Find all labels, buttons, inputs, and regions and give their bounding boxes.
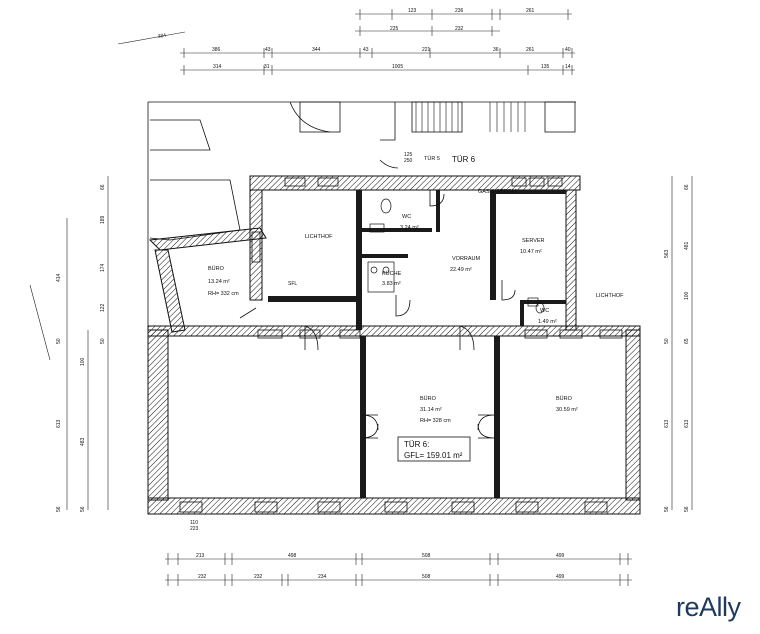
dim-right-inner-c: 56 (664, 506, 670, 512)
room-area-kueche: 3.83 m² (382, 281, 401, 287)
bottom-dimension-lines (165, 553, 632, 586)
dim-bottom2-b: 232 (254, 574, 263, 580)
right-dimension-lines (671, 176, 693, 510)
dim-left-inner-c: 174 (100, 263, 106, 272)
dim-left-inner-d: 122 (100, 303, 106, 312)
area-box-line1: TÜR 6: (404, 440, 429, 449)
room-name-server: SERVER (522, 238, 545, 244)
dim-top2-a: 225 (390, 26, 399, 32)
dim-top1-b: 236 (455, 8, 464, 14)
room-name-wc-1: WC (402, 214, 411, 220)
dim-top3-d: 43 (363, 47, 369, 53)
door-tag-b: 250 (404, 158, 413, 164)
window-tag-a: 110 (190, 520, 198, 526)
dim-top3-f: 36 (493, 47, 499, 53)
exterior-walls (147, 175, 641, 515)
room-name-lichthof-2: LICHTHOF (596, 293, 624, 299)
dim-bottom1-d: 499 (556, 553, 565, 559)
dim-right-inner-a: 50 (664, 338, 670, 344)
room-area-wc-1: 3.24 m² (400, 225, 419, 231)
dim-bottom2-d: 508 (422, 574, 431, 580)
room-name-buero-mid: BÜRO (420, 395, 437, 402)
dim-left-outer-d: 56 (56, 506, 62, 512)
sfl-label: SFL (288, 281, 297, 287)
dim-left-outer-a: 414 (56, 273, 62, 282)
dim-bottom2-e: 499 (556, 574, 565, 580)
dim-bottom1-c: 508 (422, 553, 431, 559)
room-area-buero-east: 30.59 m² (556, 407, 578, 413)
door-label-main: TÜR 6 (452, 155, 476, 164)
dim-right-inner-b: 613 (664, 419, 670, 428)
dim-top4-c: 1005 (392, 64, 403, 70)
room-area-vorraum: 22.49 m² (450, 267, 472, 273)
left-dimension-lines (29, 176, 109, 510)
dim-top4-d: 135 (541, 64, 550, 70)
room-height-buero-west: RH= 332 cm (208, 291, 239, 297)
room-name-lichthof-1: LICHTHOF (305, 234, 333, 240)
door-tag-a: 125 (404, 152, 413, 158)
dim-bottom2-a: 232 (198, 574, 207, 580)
gas-strom-label: GAS & STROM (478, 189, 517, 195)
room-name-wc-2: WC (540, 308, 549, 314)
dim-bottom1-b: 498 (288, 553, 297, 559)
dim-diagonal: 384 (157, 33, 166, 40)
dim-left-inner-e: 50 (100, 338, 106, 344)
dim-right-outer-e: 613 (684, 419, 690, 428)
dim-bottom2-c: 234 (318, 574, 327, 580)
area-summary-box (397, 436, 471, 462)
fixtures (367, 198, 545, 314)
dim-top4-a: 314 (213, 64, 222, 70)
dim-top3-h: 40 (565, 47, 571, 53)
really-logo: reAlly (676, 592, 741, 622)
dim-top4-b: 31 (264, 64, 270, 70)
window-tag-b: 223 (190, 526, 199, 532)
dim-right-outer-b: 481 (684, 241, 690, 250)
dim-left-inner-a: 66 (100, 184, 106, 190)
dim-top1-a: 123 (408, 8, 417, 14)
dim-left-outer-b: 50 (56, 338, 62, 344)
dim-left-inner-h: 56 (80, 506, 86, 512)
dim-left-inner-b: 189 (100, 215, 106, 224)
dim-right-outer-a: 66 (684, 184, 690, 190)
dim-left-outer-c: 613 (56, 419, 62, 428)
room-name-buero-east: BÜRO (556, 395, 573, 402)
dim-top3-e: 221 (422, 47, 431, 53)
dim-top1-c: 261 (526, 8, 535, 14)
doors (239, 190, 516, 439)
room-height-buero-mid: RH= 328 cm (420, 418, 451, 424)
room-area-wc-2: 1.49 m² (538, 319, 557, 325)
dim-right-outer-d: 100 (684, 291, 690, 300)
dim-bottom1-a: 213 (196, 553, 205, 559)
interior-walls (268, 190, 566, 498)
dim-top3-g: 261 (526, 47, 535, 53)
dim-left-inner-f: 100 (80, 357, 86, 366)
windows (179, 177, 623, 513)
top-dimension-lines (117, 9, 575, 75)
area-box-line2: GFL= 159.01 m² (404, 451, 463, 460)
room-area-buero-mid: 31.14 m² (420, 407, 442, 413)
dim-top2-b: 232 (455, 26, 464, 32)
room-area-server: 10.47 m² (520, 249, 542, 255)
dim-top3-b: 43 (265, 47, 271, 53)
dim-top3-a: 386 (212, 47, 221, 53)
room-name-buero-west: BÜRO (208, 265, 225, 272)
dim-top3-c: 344 (312, 47, 321, 53)
room-area-buero-west: 13.24 m² (208, 279, 230, 285)
room-name-vorraum: VORRAUM (452, 256, 481, 262)
door-label-5: TÜR 5 (424, 155, 440, 162)
dim-left-inner-g: 483 (80, 437, 86, 446)
dim-right-outer-f: 65 (684, 338, 690, 344)
dim-right-outer-g: 56 (684, 506, 690, 512)
room-name-kueche: KÜCHE (382, 270, 402, 277)
dim-top4-e: 14 (565, 64, 571, 70)
dim-right-outer-c: 563 (664, 249, 670, 258)
neighbour-structure (147, 101, 576, 340)
